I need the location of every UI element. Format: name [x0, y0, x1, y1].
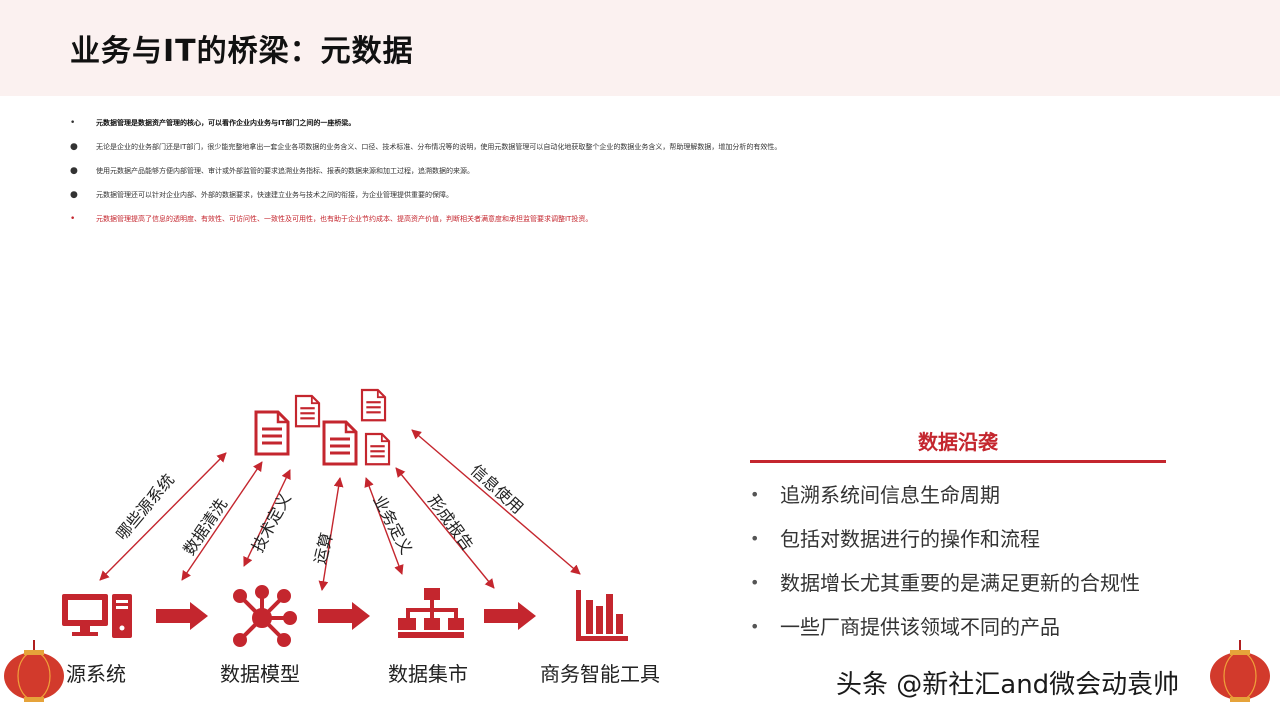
bullet-text: 元数据管理还可以针对企业内部、外部的数据要求，快速建立业务与技术之间的衔接，为企… — [96, 191, 453, 199]
bar-chart-icon — [576, 590, 628, 641]
node-label-source-system: 源系统 — [66, 662, 126, 686]
hierarchy-icon — [398, 588, 464, 638]
lineage-item: • 追溯系统间信息生命周期 — [750, 473, 1166, 517]
lineage-list: • 追溯系统间信息生命周期 • 包括对数据进行的操作和流程 • 数据增长尤其重要的是满… — [750, 473, 1166, 649]
bullet-dot: ● — [70, 166, 78, 176]
bullet-item: ● 使用元数据产品能够方便内部管理、审计或外部监管的要求追溯业务指标、报表的数据… — [70, 166, 1220, 190]
flow-arrows — [156, 602, 536, 630]
bullet-dot: • — [750, 573, 760, 592]
bullet-text: 无论是企业的业务部门还是IT部门，很少能完整地拿出一套企业各项数据的业务含义、口… — [96, 143, 782, 151]
lantern-decoration-left — [4, 640, 64, 702]
lineage-item-text: 数据增长尤其重要的是满足更新的合规性 — [780, 571, 1140, 595]
bullet-dot: • — [70, 118, 76, 128]
watermark-text: 头条 @新社汇and微会动袁帅 — [836, 670, 1180, 700]
bullet-dot: • — [70, 214, 76, 224]
node-label-data-model: 数据模型 — [220, 662, 300, 686]
data-lineage-panel: 数据沿袭 • 追溯系统间信息生命周期 • 包括对数据进行的操作和流程 • 数据增长尤其… — [750, 424, 1166, 649]
network-icon — [233, 585, 297, 647]
bullet-item: ● 无论是企业的业务部门还是IT部门，很少能完整地拿出一套企业各项数据的业务含义… — [70, 142, 1220, 166]
node-label-bi-tool: 商务智能工具 — [540, 662, 660, 686]
title-banner: 业务与IT的桥梁：元数据 — [0, 0, 1280, 96]
bullet-dot: ● — [70, 142, 78, 152]
lineage-item-text: 包括对数据进行的操作和流程 — [780, 527, 1040, 551]
lantern-decoration-right — [1210, 640, 1270, 702]
bullet-item: • 元数据管理提高了信息的透明度、有效性、可访问性、一致性及可用性，也有助于企业… — [70, 214, 1220, 238]
computer-icon — [62, 594, 132, 638]
lineage-item: • 数据增长尤其重要的是满足更新的合规性 — [750, 561, 1166, 605]
bullet-item: ● 元数据管理还可以针对企业内部、外部的数据要求，快速建立业务与技术之间的衔接，… — [70, 190, 1220, 214]
lineage-item: • 一些厂商提供该领域不同的产品 — [750, 605, 1166, 649]
bullet-text: 元数据管理是数据资产管理的核心，可以看作企业内业务与IT部门之间的一座桥梁。 — [96, 119, 356, 127]
lineage-item-text: 一些厂商提供该领域不同的产品 — [780, 615, 1060, 639]
lineage-item: • 包括对数据进行的操作和流程 — [750, 517, 1166, 561]
node-label-data-mart: 数据集市 — [388, 662, 468, 686]
bullet-dot: • — [750, 485, 760, 504]
lineage-title: 数据沿袭 — [750, 424, 1166, 463]
bullet-text: 元数据管理提高了信息的透明度、有效性、可访问性、一致性及可用性，也有助于企业节约… — [96, 215, 593, 223]
edge-lines — [99, 429, 581, 591]
lineage-item-text: 追溯系统间信息生命周期 — [780, 483, 1000, 507]
bullet-item: • 元数据管理是数据资产管理的核心，可以看作企业内业务与IT部门之间的一座桥梁。 — [70, 118, 1220, 142]
documents-icon — [254, 388, 391, 466]
bullet-dot: • — [750, 617, 760, 636]
bullet-dot: ● — [70, 190, 78, 200]
bullet-list: • 元数据管理是数据资产管理的核心，可以看作企业内业务与IT部门之间的一座桥梁。… — [70, 118, 1220, 238]
bullet-dot: • — [750, 529, 760, 548]
bullet-text: 使用元数据产品能够方便内部管理、审计或外部监管的要求追溯业务指标、报表的数据来源… — [96, 167, 474, 175]
page-title: 业务与IT的桥梁：元数据 — [70, 34, 414, 69]
